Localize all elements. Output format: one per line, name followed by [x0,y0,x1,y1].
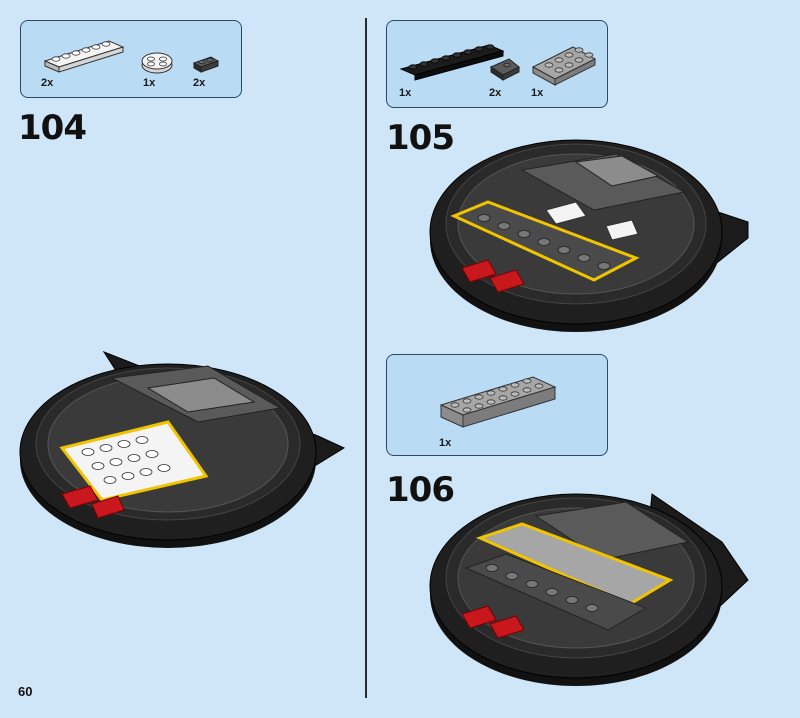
qty-label: 1x [399,87,412,99]
part-white-1x6-plate [43,40,125,73]
qty-label: 2x [41,77,54,89]
step-number-106: 106 [386,470,455,510]
part-dark-grey-wedge [489,58,520,81]
qty-label: 1x [143,77,156,89]
qty-label: 1x [531,87,544,99]
qty-label: 2x [193,77,206,89]
part-white-round-plate [141,52,173,74]
model-step-106 [429,493,749,686]
model-step-104 [19,350,346,548]
qty-label: 2x [489,87,502,99]
parts-callout-step-105: 1x 2x 1x [386,20,608,108]
step-number-105: 105 [386,118,455,158]
part-grey-2x8-brick [439,376,557,428]
part-dark-grey-1x2-plate [192,56,220,73]
part-grey-2x4-plate [531,46,597,86]
page-number: 60 [18,684,33,699]
parts-callout-step-104: 2x 1x 2x [20,20,242,98]
column-divider [365,18,367,698]
parts-callout-step-106: 1x [386,354,608,456]
step-number-104: 104 [18,108,87,148]
qty-label: 1x [439,437,452,449]
part-black-1x8-plate [399,44,505,81]
model-step-105 [429,139,749,332]
